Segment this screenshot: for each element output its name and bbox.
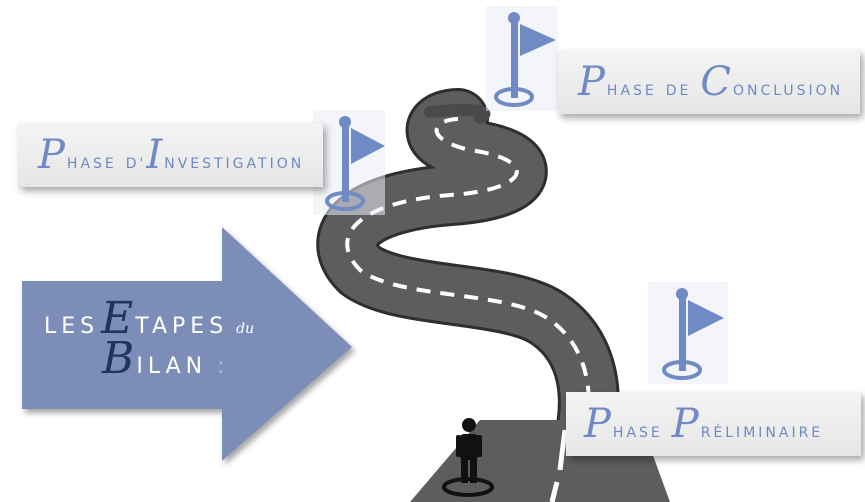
cap-letter: P bbox=[584, 401, 611, 447]
cap-letter: P bbox=[578, 59, 605, 105]
phase-conclusion-label: P HASE DE C ONCLUSION bbox=[578, 59, 844, 105]
flag-icon bbox=[648, 282, 728, 384]
phase-conclusion-box: P HASE DE C ONCLUSION bbox=[558, 50, 860, 114]
arrow-line-1: LES E TAPES du bbox=[44, 293, 255, 344]
cap-letter: B bbox=[102, 333, 135, 384]
phase-investigation-box: P HASE D' I NVESTIGATION bbox=[18, 123, 323, 187]
cap-letter: P bbox=[671, 401, 699, 447]
flag-icon bbox=[486, 6, 558, 111]
road-distance bbox=[424, 104, 491, 124]
person-icon bbox=[442, 418, 494, 497]
cap-letter: P bbox=[38, 132, 65, 178]
etapes-arrow: LES E TAPES du B ILAN : bbox=[14, 223, 359, 468]
arrow-shape bbox=[22, 227, 352, 461]
cap-letter: C bbox=[700, 59, 732, 105]
flag-icon bbox=[313, 110, 385, 215]
cap-letter: I bbox=[146, 132, 163, 178]
cap-letter: E bbox=[101, 293, 134, 344]
phase-investigation-label: P HASE D' I NVESTIGATION bbox=[38, 132, 305, 178]
arrow-title: LES E TAPES du B ILAN : bbox=[44, 297, 254, 381]
road-foreground-dash bbox=[549, 429, 568, 502]
phase-preliminaire-label: P HASE P RÉLIMINAIRE bbox=[584, 401, 824, 447]
arrow-line-2: B ILAN : bbox=[102, 333, 225, 384]
phase-preliminaire-box: P HASE P RÉLIMINAIRE bbox=[566, 392, 861, 456]
road-centerline bbox=[345, 117, 591, 502]
